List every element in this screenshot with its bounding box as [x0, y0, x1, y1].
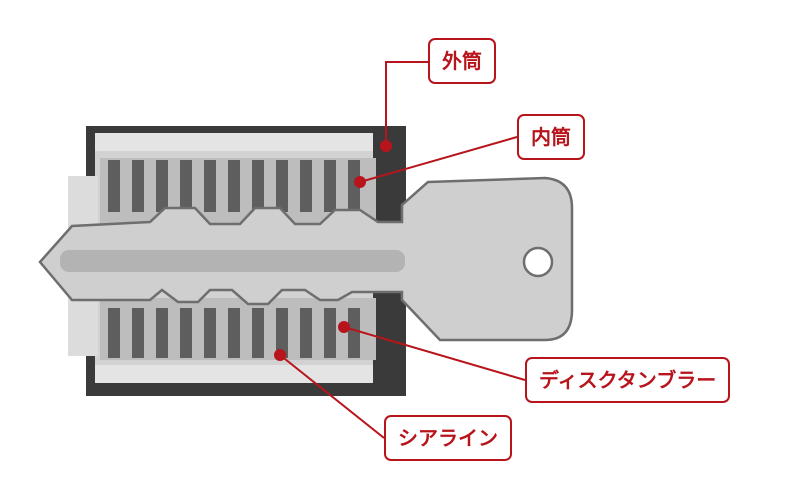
upper-tumbler-plate — [276, 160, 288, 212]
leader-dot-outer — [380, 140, 392, 152]
lower-tumbler-plate — [108, 308, 120, 358]
lower-tumbler-plate — [204, 308, 216, 358]
shear-line-label: シアライン — [384, 415, 512, 461]
lower-tumbler-plate — [228, 308, 240, 358]
upper-tumbler-plate — [132, 160, 144, 212]
lower-tumbler-plate — [276, 308, 288, 358]
upper-tumbler-plate — [348, 160, 360, 212]
upper-tumbler-plate — [108, 160, 120, 212]
lower-tumbler-plate — [156, 308, 168, 358]
lower-tumbler-group — [108, 308, 360, 358]
upper-tumbler-plate — [204, 160, 216, 212]
outer-cylinder-label: 外筒 — [428, 38, 496, 84]
lower-tumbler-plate — [252, 308, 264, 358]
leader-line-shear — [279, 354, 385, 439]
key-groove — [60, 250, 405, 272]
lower-tumbler-plate — [300, 308, 312, 358]
front-flange-bottom — [68, 296, 98, 356]
upper-tumbler-plate — [300, 160, 312, 212]
inner-cylinder-label: 内筒 — [517, 114, 585, 160]
leader-dot-shear — [274, 349, 286, 361]
upper-tumbler-plate — [324, 160, 336, 212]
disc-tumbler-label: ディスクタンブラー — [525, 357, 731, 403]
inner-cylinder-bottom-band — [95, 365, 373, 383]
lower-tumbler-plate — [324, 308, 336, 358]
lower-tumbler-plate — [348, 308, 360, 358]
upper-tumbler-group — [108, 160, 360, 212]
leader-line-outer — [385, 61, 428, 146]
inner-cylinder-top-band — [95, 133, 373, 151]
upper-tumbler-plate — [252, 160, 264, 212]
leader-lines — [279, 61, 526, 439]
lower-tumbler-plate — [132, 308, 144, 358]
leader-dots — [274, 140, 392, 361]
leader-dot-inner — [354, 176, 366, 188]
leader-line-disc — [343, 326, 526, 381]
upper-tumbler-plate — [156, 160, 168, 212]
upper-tumbler-plate — [228, 160, 240, 212]
key-hole — [522, 246, 554, 278]
leader-dot-disc — [338, 321, 350, 333]
upper-tumbler-plate — [180, 160, 192, 212]
leader-line-inner — [359, 136, 518, 183]
lower-tumbler-plate — [180, 308, 192, 358]
